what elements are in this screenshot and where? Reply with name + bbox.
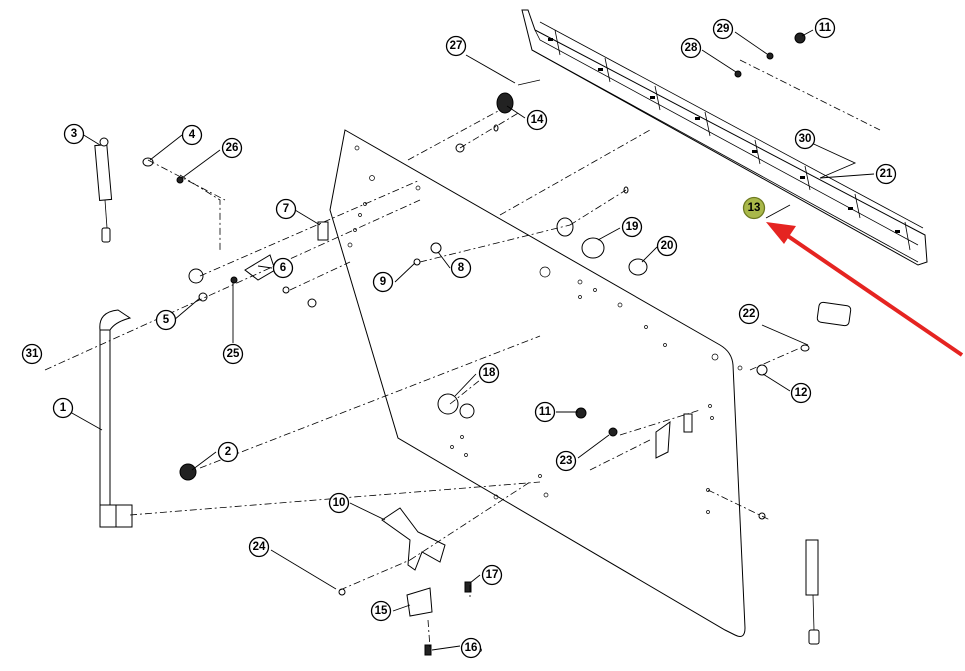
callout-14[interactable]: 14 xyxy=(526,109,548,131)
leader-lines xyxy=(62,29,875,651)
callout-12[interactable]: 12 xyxy=(790,382,812,404)
gas-strut-right xyxy=(805,539,820,645)
svg-text:8: 8 xyxy=(458,262,465,274)
callout-20[interactable]: 20 xyxy=(656,235,678,257)
callout-21[interactable]: 21 xyxy=(875,163,897,185)
callout-18[interactable]: 18 xyxy=(478,362,500,384)
hardware xyxy=(142,32,852,656)
svg-text:15: 15 xyxy=(375,605,388,617)
callout-2[interactable]: 2 xyxy=(217,441,239,463)
callout-13-highlighted[interactable]: 13 xyxy=(742,196,766,220)
svg-text:13: 13 xyxy=(748,202,761,214)
red-arrow xyxy=(766,222,964,357)
callout-5[interactable]: 5 xyxy=(155,309,177,331)
callout-6[interactable]: 6 xyxy=(272,257,294,279)
svg-text:22: 22 xyxy=(743,308,756,320)
svg-text:31: 31 xyxy=(26,348,39,360)
svg-text:7: 7 xyxy=(283,203,289,215)
callout-15[interactable]: 15 xyxy=(370,600,392,622)
callout-26[interactable]: 26 xyxy=(221,137,243,159)
callout-30[interactable]: 30 xyxy=(794,128,816,150)
svg-text:2: 2 xyxy=(225,446,231,458)
callout-22[interactable]: 22 xyxy=(738,303,760,325)
svg-text:6: 6 xyxy=(280,262,286,274)
callout-1[interactable]: 1 xyxy=(52,397,74,419)
callout-28[interactable]: 28 xyxy=(680,37,702,59)
svg-text:27: 27 xyxy=(450,40,463,52)
door-panel xyxy=(329,129,746,652)
callouts: 1 2 3 4 5 6 7 8 9 10 11 11 12 13 14 15 1… xyxy=(21,17,897,659)
svg-text:25: 25 xyxy=(227,348,240,360)
gas-strut-left xyxy=(94,137,113,243)
callout-3[interactable]: 3 xyxy=(63,123,85,145)
callout-17[interactable]: 17 xyxy=(481,564,503,586)
callout-9[interactable]: 9 xyxy=(372,271,394,293)
svg-text:24: 24 xyxy=(253,541,266,553)
svg-text:9: 9 xyxy=(380,276,386,288)
svg-text:1: 1 xyxy=(60,402,67,414)
svg-text:16: 16 xyxy=(465,642,478,654)
svg-text:23: 23 xyxy=(560,455,573,467)
callout-27[interactable]: 27 xyxy=(445,35,467,57)
svg-text:17: 17 xyxy=(486,569,499,581)
callout-25[interactable]: 25 xyxy=(222,343,244,365)
callout-19[interactable]: 19 xyxy=(621,216,643,238)
svg-text:4: 4 xyxy=(189,129,196,141)
svg-text:20: 20 xyxy=(661,240,674,252)
callout-29[interactable]: 29 xyxy=(712,18,734,40)
callout-11-mid[interactable]: 11 xyxy=(534,401,556,423)
callout-23[interactable]: 23 xyxy=(555,450,577,472)
handle xyxy=(99,309,133,528)
svg-text:3: 3 xyxy=(71,128,77,140)
top-rail xyxy=(521,9,928,266)
callout-8[interactable]: 8 xyxy=(450,257,472,279)
callout-31[interactable]: 31 xyxy=(21,343,43,365)
svg-text:18: 18 xyxy=(483,367,496,379)
callout-16[interactable]: 16 xyxy=(460,637,482,659)
svg-text:5: 5 xyxy=(163,314,170,326)
callout-10[interactable]: 10 xyxy=(328,492,350,514)
callout-4[interactable]: 4 xyxy=(181,124,203,146)
callout-24[interactable]: 24 xyxy=(248,536,270,558)
svg-text:10: 10 xyxy=(333,497,346,509)
callout-11-top[interactable]: 11 xyxy=(814,17,836,39)
svg-text:28: 28 xyxy=(685,42,698,54)
callout-7[interactable]: 7 xyxy=(275,198,297,220)
svg-text:29: 29 xyxy=(717,23,730,35)
svg-text:19: 19 xyxy=(626,221,639,233)
svg-text:11: 11 xyxy=(819,22,832,34)
svg-text:14: 14 xyxy=(531,114,544,126)
svg-text:26: 26 xyxy=(226,142,239,154)
svg-text:11: 11 xyxy=(539,406,552,418)
svg-text:12: 12 xyxy=(795,387,808,399)
svg-text:30: 30 xyxy=(799,133,812,145)
svg-text:21: 21 xyxy=(880,168,893,180)
